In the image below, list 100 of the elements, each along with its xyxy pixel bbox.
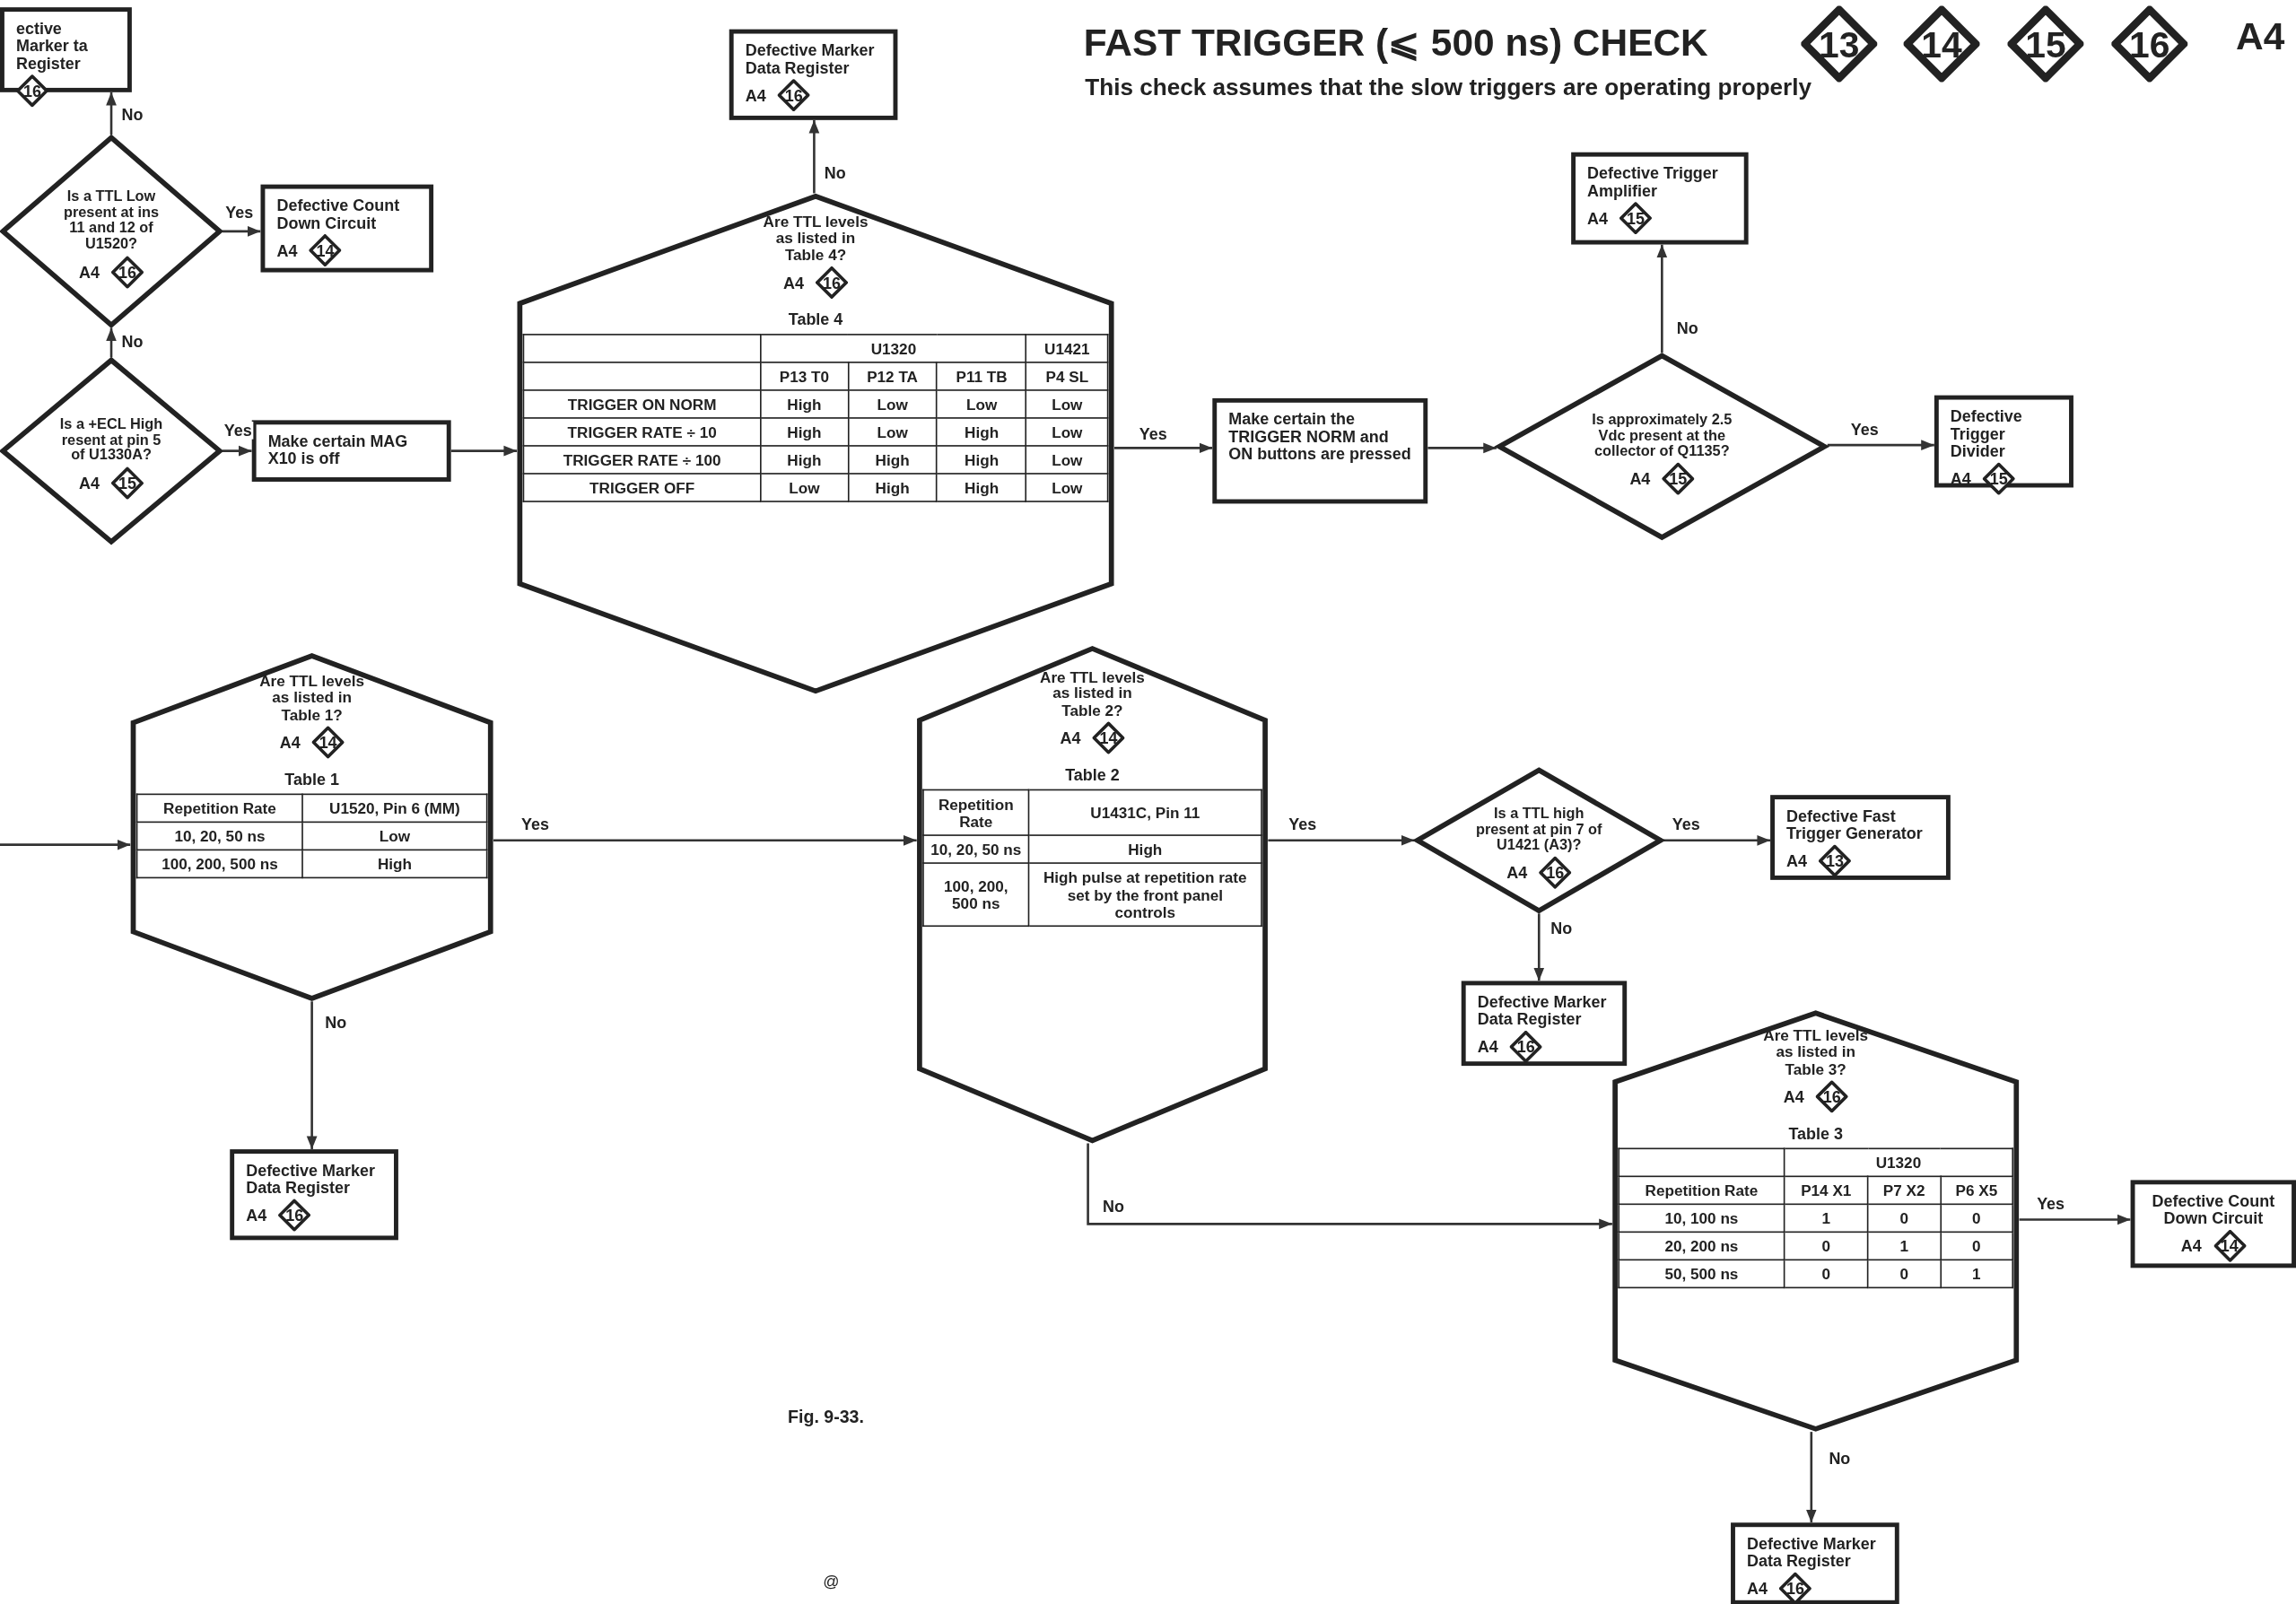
arrow: [306, 1001, 318, 1150]
table-cell: U1520, Pin 6 (MM): [302, 794, 487, 823]
arrow: [0, 839, 131, 850]
question-text: Are TTL levels as listed in Table 4?: [762, 214, 869, 264]
arrow: [2019, 1214, 2131, 1225]
board-label: A4: [1786, 852, 1807, 870]
arrow: [106, 327, 117, 358]
board-label: A4: [1587, 209, 1609, 228]
box-text: Defective Marker Data Register: [1477, 992, 1608, 1028]
table-title: Table 4: [788, 309, 843, 328]
table-cell: 0: [1784, 1232, 1868, 1260]
question-text: Are TTL levels as listed in Table 1?: [258, 673, 366, 724]
result-box: [1770, 795, 1951, 880]
page-reference: 15: [1982, 463, 2015, 496]
page-reference: 15: [1662, 463, 1695, 495]
arrow: [493, 834, 917, 846]
board-label: A4: [79, 475, 100, 493]
arrow: [450, 445, 518, 457]
page-reference: 13: [1819, 845, 1851, 877]
table-cell: 0: [1940, 1232, 2013, 1260]
result-box: [1461, 981, 1628, 1067]
table-cell: 0: [1867, 1260, 1941, 1288]
page-reference: 16: [2111, 5, 2188, 83]
box-text: Defective Trigger Amplifier: [1587, 163, 1719, 200]
box-text: Defective Fast Trigger Generator: [1786, 806, 1924, 842]
box-text: Defective Marker Data Register: [246, 1161, 376, 1197]
result-box: [230, 1149, 398, 1241]
result-box: [2130, 1180, 2296, 1268]
table-cell: 50, 500 ns: [1619, 1260, 1785, 1288]
table-cell: 0: [1784, 1260, 1868, 1288]
arrow: [106, 92, 117, 135]
action-box: [1212, 397, 1428, 504]
page-reference: 14: [311, 726, 345, 759]
board-label: A4: [783, 274, 805, 292]
table-cell: 1: [1784, 1204, 1868, 1233]
box-text: Defective Marker Data Register: [745, 40, 876, 77]
table-title: Table 2: [1065, 765, 1120, 784]
table-cell: 1: [1867, 1232, 1941, 1260]
table-cell: 10, 100 ns: [1619, 1204, 1785, 1233]
page-reference: 14: [1903, 5, 1980, 83]
page-reference: 14: [2213, 1230, 2246, 1263]
page-reference: 16: [1779, 1573, 1811, 1604]
page-reference: 16: [1815, 1080, 1848, 1113]
arrow: [1427, 442, 1497, 454]
arrow: [808, 119, 820, 194]
page-reference: 16: [1539, 857, 1572, 889]
arrow: [1533, 913, 1545, 981]
box-text: Defective Trigger Divider: [1950, 406, 2023, 460]
question-text: Is a TTL high present at pin 7 of U1421 (A3)?: [1474, 806, 1603, 854]
board-label: A4: [2180, 1237, 2202, 1255]
arrow: [1827, 440, 1934, 450]
page-reference: 15: [1619, 202, 1652, 235]
table-cell: 0: [1940, 1204, 2013, 1233]
page-reference: 16: [278, 1199, 311, 1232]
page-reference: 14: [309, 234, 342, 267]
page-reference: 13: [1801, 5, 1878, 83]
question-text: Is a TTL Low present at ins 11 and 12 of U1520?: [62, 189, 161, 253]
decision-diamond: [0, 135, 223, 328]
board-label: A4: [1629, 470, 1651, 488]
decision-hexagon: [130, 652, 493, 1002]
board-label: A4: [745, 86, 766, 105]
decision-diamond: [1496, 353, 1828, 541]
table-cell: 0: [1867, 1204, 1941, 1233]
board-label: A4: [1060, 728, 1081, 747]
action-box: [251, 420, 451, 482]
page-reference: 14: [1092, 721, 1125, 754]
box-text: Defective Count Down Circuit: [276, 196, 401, 232]
table-cell: 10, 20, 50 ns: [136, 822, 303, 850]
page-reference: 16: [816, 266, 848, 299]
decision-hexagon: [1611, 1010, 2020, 1433]
arrow: [1656, 244, 1668, 353]
page-reference: 16: [111, 255, 144, 288]
decision-diamond: [0, 357, 223, 545]
table-cell: Low: [302, 822, 487, 850]
board-label: A4: [1783, 1087, 1804, 1106]
page-reference: 16: [1509, 1031, 1542, 1064]
decision-diamond: [1414, 767, 1663, 914]
question-text: Are TTL levels as listed in Table 3?: [1762, 1027, 1870, 1078]
table-cell: 1: [1940, 1260, 2013, 1288]
figure-number: Fig. 9-33.: [788, 1407, 864, 1428]
table-cell: Repetition Rate: [136, 794, 303, 823]
result-box: [1571, 152, 1749, 245]
edge-label: Yes: [223, 422, 254, 440]
arrow: [223, 445, 252, 457]
arrow: [1113, 442, 1213, 454]
decision-hexagon: [916, 645, 1269, 1144]
box-text: Defective Count Down Circuit: [2151, 1191, 2276, 1227]
box-text: Defective Marker Data Register: [1747, 1534, 1877, 1570]
box-text: ective Marker ta Register: [15, 19, 89, 73]
box-text: Make certain the TRIGGER NORM and ON buttons are pressed: [1228, 409, 1412, 464]
arrow: [1663, 834, 1771, 846]
table-cell: 100, 200, 500 ns: [136, 850, 303, 878]
arrow: [1268, 834, 1415, 846]
table-cell: U1320: [1784, 1148, 2013, 1177]
arrow: [1087, 1143, 1612, 1230]
result-box: [260, 184, 434, 273]
board-label: A4: [1506, 864, 1528, 882]
board-label: A4: [279, 733, 301, 752]
question-text: Are TTL levels as listed in Table 2?: [1039, 668, 1146, 719]
result-box: [729, 29, 898, 120]
